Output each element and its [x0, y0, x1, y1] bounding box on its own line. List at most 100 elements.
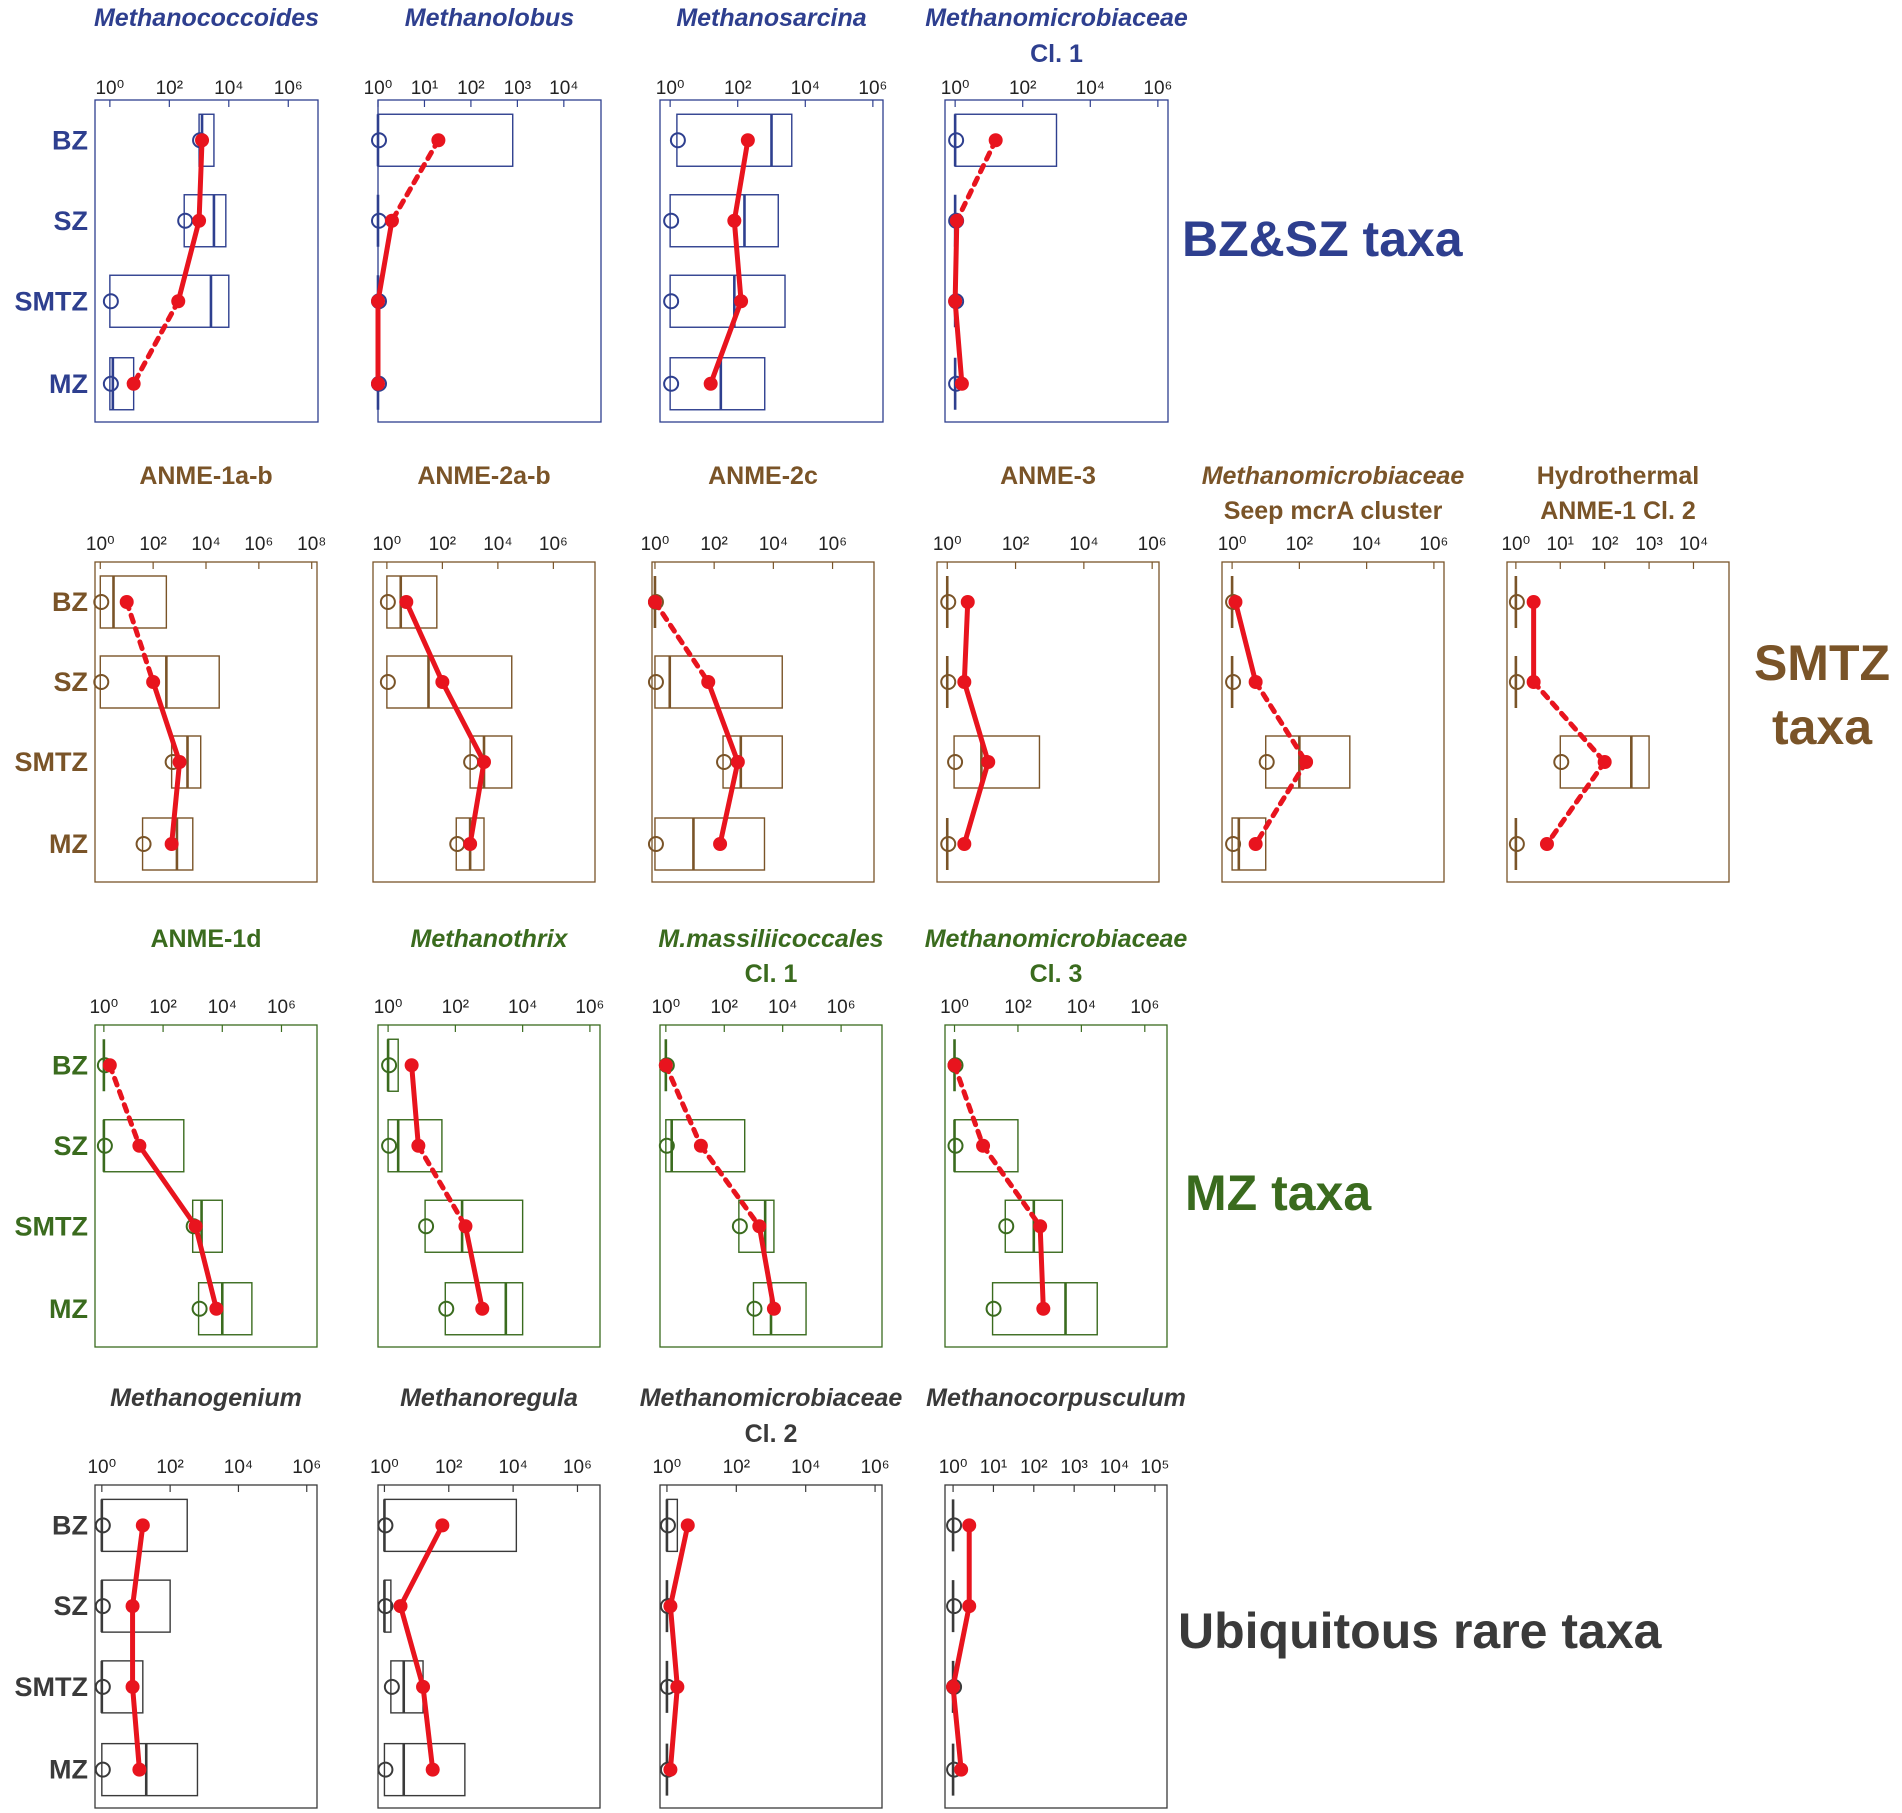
sample-marker: [1508, 836, 1525, 852]
trend-point: [477, 755, 491, 769]
tick-label: 10⁴: [1100, 1457, 1129, 1478]
tick-label: 10⁴: [1069, 534, 1098, 555]
box-sz: [183, 194, 227, 248]
tick-label: 10⁴: [1352, 534, 1381, 555]
box-sz: [386, 655, 513, 709]
group-label-1: taxa: [1772, 699, 1873, 755]
trend-point: [766, 1301, 781, 1316]
tick-label: 10⁵: [1140, 1457, 1169, 1478]
tick-label: 10⁰: [89, 997, 118, 1018]
tick-label: 10²: [156, 1457, 183, 1478]
plot-frame: [944, 1484, 1168, 1809]
panel-title: Methanolobus: [405, 4, 575, 32]
panel-title: Methanosarcina: [676, 4, 866, 32]
panel-title: Methanoregula: [400, 1384, 578, 1412]
sample-marker: [663, 375, 680, 392]
sample-marker: [102, 375, 119, 392]
sample-marker: [1225, 674, 1242, 690]
trend-segment: [462, 1223, 485, 1312]
plot-frame: [1506, 561, 1730, 883]
trend-segment: [961, 679, 991, 765]
tick-label: 10⁶: [274, 78, 303, 99]
box-smtz: [738, 1199, 775, 1253]
trend-point: [119, 595, 134, 609]
tick-label: 10²: [442, 997, 469, 1018]
sample-marker: [379, 594, 396, 610]
plot-frame: [651, 561, 875, 883]
sample-marker: [93, 674, 110, 690]
tick-label: 10¹: [1547, 534, 1574, 555]
trend-point: [713, 837, 728, 851]
sample-marker: [463, 754, 480, 770]
panel-title: ANME-1a-b: [139, 462, 272, 490]
plot-frame: [659, 99, 884, 423]
sample-marker: [946, 1517, 963, 1534]
panel-title: ANME-2a-b: [417, 462, 550, 490]
sample-marker: [940, 594, 957, 610]
tick-label: 10⁴: [191, 534, 220, 555]
trend-segment: [467, 759, 487, 847]
trend-segment: [1037, 1223, 1046, 1312]
zone-label-sz: SZ: [53, 206, 88, 236]
trend-segment: [756, 1223, 777, 1312]
trend-segment: [980, 1143, 1043, 1229]
zone-label-smtz: SMTZ: [15, 1211, 89, 1241]
tick-label: 10¹: [980, 1457, 1007, 1478]
trend-segment: [375, 218, 395, 304]
panel-title: ANME-1 Cl. 2: [1540, 497, 1696, 525]
sample-marker: [94, 1678, 111, 1695]
sample-marker: [383, 1678, 400, 1695]
tick-label: 10²: [457, 78, 484, 99]
panel-title: Cl. 2: [745, 1420, 798, 1448]
trend-segment: [954, 137, 999, 224]
trend-segment: [150, 679, 183, 765]
tick-label: 10⁴: [791, 1457, 820, 1478]
box-bz: [386, 575, 438, 629]
panel-title: M.massiliicoccales: [658, 925, 883, 953]
trend-point: [954, 376, 969, 391]
trend-segment: [389, 137, 441, 224]
trend-point: [947, 1058, 962, 1073]
sample-marker: [716, 754, 733, 770]
trend-point: [435, 1518, 450, 1533]
trend-point: [962, 1599, 977, 1614]
trend-point: [1526, 595, 1541, 609]
trend-segment: [398, 1522, 445, 1609]
zone-label-bz: BZ: [52, 1050, 88, 1080]
trend-point: [957, 837, 972, 851]
trend-point: [172, 755, 187, 769]
sample-marker: [731, 1218, 748, 1235]
tick-label: 10⁴: [508, 997, 537, 1018]
tick-label: 10⁴: [791, 78, 820, 99]
trend-segment: [175, 218, 202, 304]
sample-marker: [381, 1057, 398, 1074]
box-mz: [752, 1282, 807, 1336]
tick-label: 10⁰: [87, 1457, 116, 1478]
trend-segment: [124, 599, 156, 685]
trend-point: [416, 1679, 431, 1694]
trend-point: [658, 1058, 673, 1073]
trend-segment: [950, 1684, 964, 1773]
sample-marker: [381, 1137, 398, 1154]
box-smtz: [109, 274, 230, 328]
sample-marker: [438, 1300, 455, 1317]
trend-segment: [403, 599, 445, 685]
zone-label-sz: SZ: [53, 1131, 88, 1161]
trend-point: [703, 376, 718, 391]
panel-title: Methanomicrobiaceae: [640, 1384, 903, 1412]
tick-label: 10⁰: [374, 997, 403, 1018]
trend-point: [670, 1679, 685, 1694]
trend-point: [1539, 837, 1554, 851]
plot-frame: [659, 1484, 883, 1809]
tick-label: 10⁰: [941, 78, 970, 99]
tick-label: 10⁶: [539, 534, 568, 555]
plot-frame: [377, 1484, 601, 1809]
trend-point: [1248, 675, 1263, 689]
panel-title: Methanogenium: [110, 1384, 302, 1412]
